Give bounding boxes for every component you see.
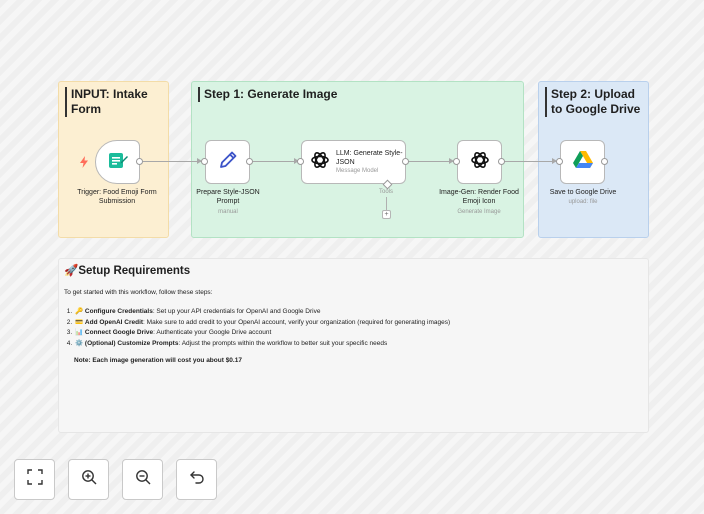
input-port[interactable]: [297, 158, 304, 165]
cost-note: Note: Each image generation will cost yo…: [74, 357, 242, 364]
connection-arrow: [449, 158, 454, 164]
output-port[interactable]: [136, 158, 143, 165]
form-icon: [108, 150, 128, 175]
zoom-in-button[interactable]: [68, 459, 109, 500]
step-text: : Set up your API credentials for OpenAI…: [152, 308, 321, 315]
node-label: Prepare Style-JSON Prompt: [196, 189, 260, 205]
node-subtitle: manual: [218, 209, 238, 215]
input-port[interactable]: [556, 158, 563, 165]
node-trigger-form[interactable]: [95, 140, 140, 184]
setup-title: 🚀Setup Requirements: [64, 263, 190, 277]
node-image-gen[interactable]: [457, 140, 502, 184]
pencil-icon: [218, 150, 238, 175]
tools-label: Tools: [378, 189, 393, 195]
step-emoji: ⚙️: [75, 339, 84, 347]
node-google-drive[interactable]: [560, 140, 605, 184]
setup-step: 🔑 Configure Credentials: Set up your API…: [74, 307, 450, 318]
setup-steps-list: 🔑 Configure Credentials: Set up your API…: [64, 307, 450, 349]
node-label: Save to Google Drive: [549, 189, 617, 196]
output-port[interactable]: [498, 158, 505, 165]
step-text: : Adjust the prompts within the workflow…: [178, 339, 388, 347]
node-prepare-style-json[interactable]: [205, 140, 250, 184]
google-drive-icon: [572, 150, 593, 174]
setup-title-text: Setup Requirements: [78, 265, 191, 277]
node-subtitle: Generate Image: [457, 209, 501, 215]
add-tool-button[interactable]: +: [382, 210, 391, 219]
group-input-intake-form[interactable]: INPUT: Intake Form: [58, 81, 169, 238]
group-title: INPUT: Intake Form: [65, 87, 162, 117]
openai-icon: [470, 150, 490, 175]
input-port[interactable]: [453, 158, 460, 165]
zoom-out-icon: [135, 469, 151, 490]
node-label: Trigger: Food Emoji Form Submission: [77, 189, 157, 205]
node-title: LLM: Generate Style-JSON: [336, 150, 403, 166]
connection-arrow: [197, 158, 202, 164]
input-port[interactable]: [201, 158, 208, 165]
rocket-emoji: 🚀: [64, 265, 79, 277]
step-text: : Authenticate your Google Drive account: [153, 329, 272, 336]
lightning-icon: [79, 155, 89, 168]
node-subtitle: upload: file: [568, 199, 598, 205]
step-text: : Make sure to add credit to your OpenAI…: [143, 318, 451, 326]
output-port[interactable]: [601, 158, 608, 165]
group-title: Step 1: Generate Image: [198, 87, 517, 102]
connection-trigger-prepare[interactable]: [143, 161, 201, 162]
tools-connector-line: [386, 197, 387, 210]
setup-step: 💳 Add OpenAI Credit: Make sure to add cr…: [74, 318, 450, 329]
setup-step: 📊 Connect Google Drive: Authenticate you…: [74, 328, 450, 339]
node-label: Image-Gen: Render Food Emoji Icon: [439, 189, 519, 205]
step-title: Configure Credentials: [84, 308, 153, 315]
connection-arrow: [294, 158, 299, 164]
output-port[interactable]: [246, 158, 253, 165]
undo-button[interactable]: [176, 459, 217, 500]
step-title: Add OpenAI Credit: [84, 318, 144, 326]
setup-step: ⚙️ (Optional) Customize Prompts: Adjust …: [74, 339, 450, 350]
group-title: Step 2: Upload to Google Drive: [545, 87, 642, 117]
undo-icon: [189, 469, 205, 490]
fit-view-icon: [26, 469, 43, 490]
setup-requirements-note[interactable]: 🚀Setup Requirements To get started with …: [58, 258, 649, 433]
fit-view-button[interactable]: [14, 459, 55, 500]
step-title: (Optional) Customize Prompts: [84, 339, 179, 347]
step-title: Connect Google Drive: [84, 329, 154, 336]
zoom-in-icon: [81, 469, 97, 490]
openai-icon: [310, 150, 330, 175]
connection-llm-imagegen[interactable]: [408, 161, 453, 162]
node-subtitle: Message Model: [336, 168, 379, 174]
node-llm-generate-style-json[interactable]: LLM: Generate Style-JSON Message Model: [301, 140, 406, 184]
step-emoji: 🔑: [75, 308, 84, 315]
connection-prepare-llm[interactable]: [253, 161, 298, 162]
connection-arrow: [552, 158, 557, 164]
step-emoji: 📊: [75, 329, 84, 336]
zoom-out-button[interactable]: [122, 459, 163, 500]
connection-imagegen-drive[interactable]: [504, 161, 556, 162]
output-port[interactable]: [402, 158, 409, 165]
setup-intro: To get started with this workflow, follo…: [64, 289, 213, 296]
step-emoji: 💳: [75, 318, 84, 326]
